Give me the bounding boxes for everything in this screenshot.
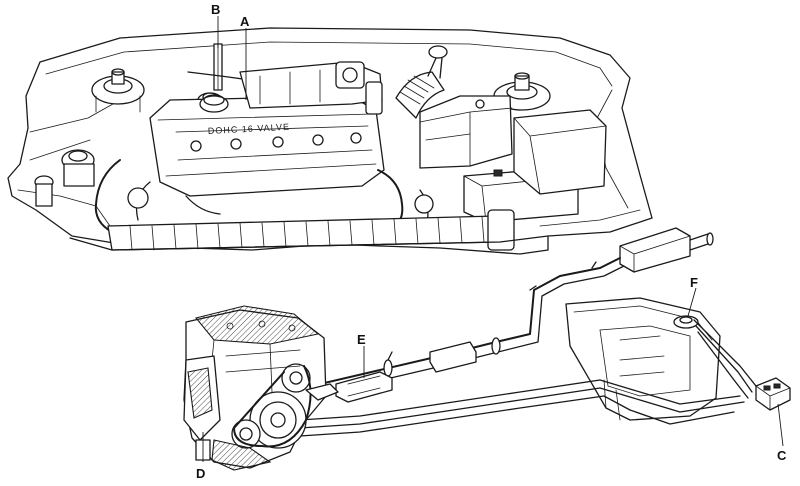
callout-labels: B A E D F C [196,2,787,481]
callout-f: F [690,275,698,290]
canister-connector [755,377,791,411]
engine-transaxle-assembly [183,305,339,471]
radiator [107,209,515,251]
callout-e: E [357,332,366,347]
callout-d: D [196,466,205,481]
relay-box [513,109,607,195]
callout-c: C [777,448,787,463]
left-strut-tower [91,68,145,113]
exhaust-system [319,257,625,403]
callout-a: A [240,14,250,29]
rear-muffler [619,227,714,273]
dipstick-tube [213,43,223,91]
master-cylinder [34,149,95,207]
leader-c [777,403,784,447]
cylinder-head-cover: DOHC 16 VALVE [149,94,385,197]
air-intake-duct [395,45,448,119]
intake-manifold [239,61,383,115]
head-cover-text: DOHC 16 VALVE [208,122,291,136]
leader-f [687,287,697,317]
fuel-pump-sender [673,315,699,329]
alternator [281,363,311,393]
catalytic-converter [335,371,393,403]
thermostat-housing [127,187,149,209]
engine-compartment: DOHC 16 VALVE [7,27,653,255]
callout-leaders [202,16,784,462]
air-cleaner-box [419,95,513,169]
coolant-hose [94,159,121,233]
callout-b: B [211,2,220,17]
fuel-lines [299,379,745,437]
fuel-tank [565,297,757,421]
